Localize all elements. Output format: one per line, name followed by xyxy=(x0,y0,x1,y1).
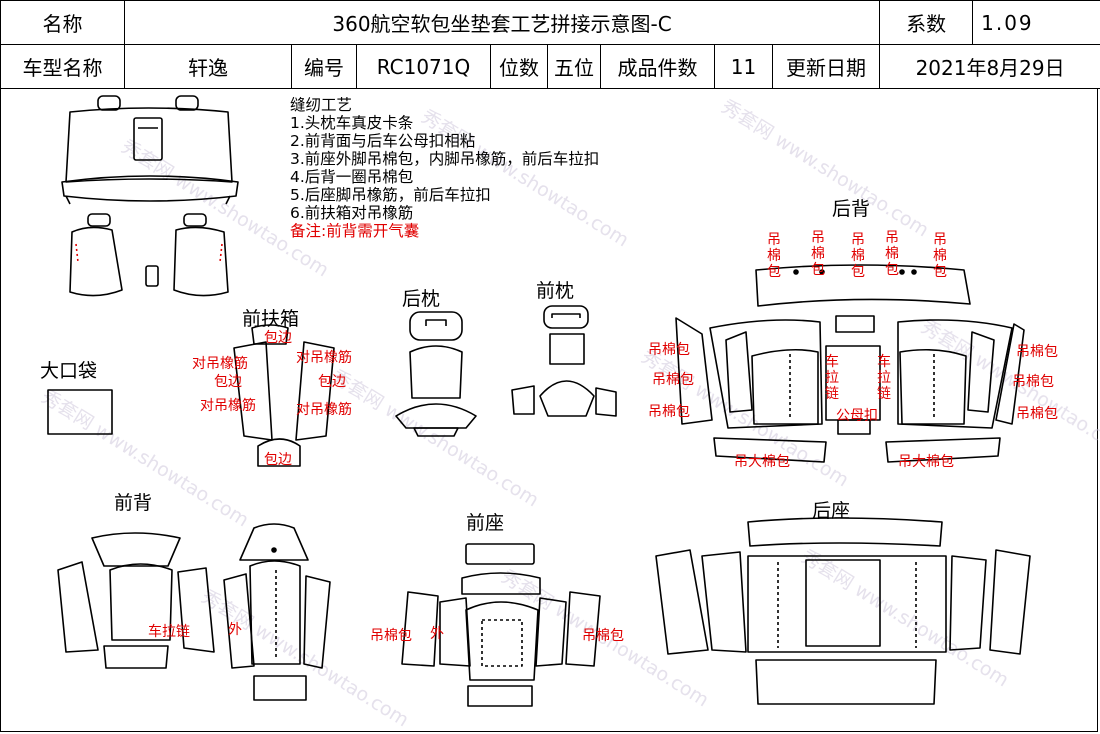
label-rear-headrest: 后枕 xyxy=(402,288,441,310)
annotation: 对吊橡筋 xyxy=(200,398,256,414)
front-armrest-pieces xyxy=(233,324,335,467)
svg-text:秀套网 www.showtao.com: 秀套网 www.showtao.com xyxy=(327,366,542,512)
notes-remark: 备注:前背需开气囊 xyxy=(290,222,420,240)
pieces-label: 成品件数 xyxy=(600,44,715,89)
seats-value: 五位 xyxy=(547,44,601,89)
label-front-headrest: 前枕 xyxy=(536,280,575,302)
annotation: 吊大棉包 xyxy=(734,454,790,470)
big-pocket-piece xyxy=(47,389,113,435)
front-headrest-pieces xyxy=(511,305,617,417)
label-rear-back: 后背 xyxy=(832,198,871,220)
drawing-frame xyxy=(0,88,1098,732)
annotation: 对吊橡筋 xyxy=(296,350,352,366)
svg-text:秀套网 www.showtao.com: 秀套网 www.showtao.com xyxy=(717,96,932,242)
label-front-back: 前背 xyxy=(114,492,153,514)
code-value: RC1071Q xyxy=(356,44,491,89)
note-item: 5.后座脚吊橡筋，前后车拉扣 xyxy=(290,186,491,204)
annotation: 吊棉包 xyxy=(851,232,865,280)
seats-label: 位数 xyxy=(490,44,548,89)
label-front-armrest: 前扶箱 xyxy=(242,308,300,330)
annotation: 外 xyxy=(228,622,242,638)
note-item: 3.前座外脚吊棉包，内脚吊橡筋，前后车拉扣 xyxy=(290,150,600,168)
sewing-notes: 缝纫工艺 1.头枕车真皮卡条 2.前背面与后车公母扣相粘 3.前座外脚吊棉包，内… xyxy=(290,96,599,240)
rear-headrest-pieces xyxy=(395,311,477,437)
annotation: 吊棉包 xyxy=(648,342,690,358)
svg-text:秀套网 www.showtao.com: 秀套网 www.showtao.com xyxy=(797,546,1012,692)
annotation: 吊棉包 xyxy=(1016,406,1058,422)
header-table: 名称 360航空软包坐垫套工艺拼接示意图-C 系数 1.09 车型名称 轩逸 编… xyxy=(0,0,1100,89)
annotation: 吊棉包 xyxy=(933,232,947,280)
annotation: 包边 xyxy=(264,452,292,468)
car-overview-diagram xyxy=(61,95,239,297)
annotation: 对吊橡筋 xyxy=(192,356,248,372)
annotation: 车拉链 xyxy=(825,354,839,402)
front-back-pieces xyxy=(57,523,331,701)
annotation: 包边 xyxy=(318,374,346,390)
annotation: 吊棉包 xyxy=(582,628,624,644)
annotation: 包边 xyxy=(264,330,292,346)
note-item: 6.前扶箱对吊橡筋 xyxy=(290,204,414,222)
annotation: 对吊橡筋 xyxy=(296,402,352,418)
annotation: 吊棉包 xyxy=(652,372,694,388)
annotation: 吊棉包 xyxy=(767,232,781,280)
model-value: 轩逸 xyxy=(124,44,292,89)
annotation: 吊棉包 xyxy=(1012,374,1054,390)
front-seat-pieces xyxy=(401,543,601,707)
document-title: 360航空软包坐垫套工艺拼接示意图-C xyxy=(123,0,881,45)
label-front-seat: 前座 xyxy=(466,512,505,534)
label-rear-seat: 后座 xyxy=(812,500,851,522)
annotation: 车拉链 xyxy=(877,354,891,402)
note-item: 2.前背面与后车公母扣相粘 xyxy=(290,132,476,150)
annotation: 外 xyxy=(430,626,444,642)
coef-label: 系数 xyxy=(879,0,974,45)
rear-seat-pieces xyxy=(655,517,1031,705)
note-item: 4.后背一圈吊棉包 xyxy=(290,168,414,186)
annotation: 吊棉包 xyxy=(1016,344,1058,360)
name-label: 名称 xyxy=(0,0,125,45)
annotation: 包边 xyxy=(214,374,242,390)
annotation: 车拉链 xyxy=(148,624,190,640)
annotation: 吊棉包 xyxy=(885,230,899,278)
annotation: 吊棉包 xyxy=(811,230,825,278)
annotation: 公母扣 xyxy=(836,408,878,424)
label-big-pocket: 大口袋 xyxy=(40,360,98,382)
note-item: 1.头枕车真皮卡条 xyxy=(290,114,414,132)
notes-title: 缝纫工艺 xyxy=(290,96,353,114)
annotation: 吊大棉包 xyxy=(898,454,954,470)
annotation: 吊棉包 xyxy=(370,628,412,644)
annotation: 吊棉包 xyxy=(648,404,690,420)
pieces-value: 11 xyxy=(714,44,773,89)
rear-back-pieces xyxy=(675,264,1025,463)
